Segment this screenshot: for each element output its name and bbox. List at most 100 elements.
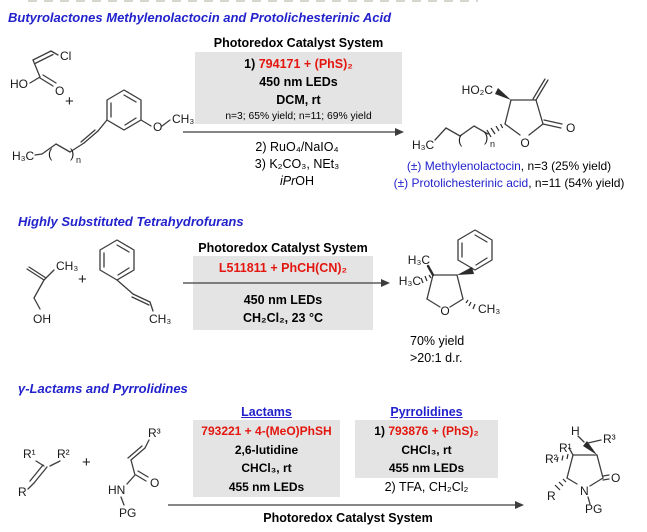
conditions-box-2: L511811 + PhCH(CN)₂ 450 nm LEDs CH₂Cl₂, … (193, 256, 373, 330)
label-ho2c: HO₂C (462, 83, 494, 97)
bonds (26, 266, 55, 310)
caption-protolichesterinic: (±) Protolichesterinic acid, n=11 (54% y… (393, 176, 625, 190)
label-oh: OH (33, 312, 51, 326)
lactams-line4: 455 nm LEDs (228, 479, 305, 494)
caption-methylenolactocin: (±) Methylenolactocin, n=3 (25% yield) (406, 159, 612, 173)
label-cl: Cl (60, 49, 71, 63)
bonds (120, 439, 150, 506)
label-r3: R³ (148, 426, 161, 440)
structure-acrylamide: R³ O HN PG (108, 426, 161, 520)
pyrrolidines-header: Pyrrolidines (390, 405, 463, 419)
lactams-line3: CHCl₃, rt (241, 461, 292, 475)
label-h3c: H₃C (12, 149, 35, 163)
label-o: O (153, 120, 162, 134)
reaction-arrow-1 (183, 128, 404, 136)
label-h3c: H₃C (412, 138, 435, 152)
catalyst-reagents: 793876 + (PhS)₂ (388, 424, 479, 438)
label-r1: R¹ (23, 447, 36, 461)
conditions-box-1: 1) 794171 + (PhS)₂ 450 nm LEDs DCM, rt n… (195, 52, 402, 124)
section3-title: γ-Lactams and Pyrrolidines (18, 381, 188, 396)
label-ring-n: N (580, 484, 589, 498)
label-n-subscript: n (490, 139, 495, 149)
conditions1-line2: 450 nm LEDs (259, 75, 338, 89)
cropped-text-artifact (28, 0, 478, 2)
pyrrolidines-line3: 455 nm LEDs (388, 461, 465, 475)
label-r2: R² (545, 452, 558, 466)
plus-sign: + (65, 93, 74, 110)
label-ring-o: O (520, 136, 529, 150)
label-pg: PG (585, 502, 602, 516)
label-paren-open: ( (48, 146, 53, 161)
product1-captions: (±) Methylenolactocin, n=3 (25% yield) (… (376, 158, 642, 192)
conditions1-below-arrow: 2) RuO₄/NaIO₄ 3) K₂CO₃, NEt₃ iPrOH (197, 139, 397, 190)
conditions1-line3: DCM, rt (276, 93, 321, 107)
bonds (29, 50, 59, 87)
reaction-arrow-2 (183, 279, 390, 287)
conditions1-line1: 1) 794171 + (PhS)₂ (195, 55, 402, 73)
plus-sign: + (82, 454, 91, 471)
dr-text: >20:1 d.r. (410, 350, 463, 365)
section2-title: Highly Substituted Tetrahydrofurans (18, 214, 244, 229)
step-number: 1) (374, 424, 389, 438)
label-ch3: CH₃ (56, 259, 78, 273)
structure-chloroacrylic-acid: HO O Cl (10, 49, 71, 98)
conditions1-header: Photoredox Catalyst System (213, 36, 384, 50)
label-r2: R² (57, 447, 70, 461)
label-r1: R¹ (559, 441, 572, 455)
label-carbonyl-o: O (611, 471, 620, 485)
label-o: O (150, 476, 159, 490)
label-h3c-top: H₃C (408, 253, 431, 267)
label-r: R (547, 489, 556, 503)
label-h3c-left: H₃C (399, 274, 422, 288)
step2: 2) RuO₄/NaIO₄ (255, 140, 339, 154)
label-ch3: CH₃ (478, 302, 500, 316)
structure-butyrolactone-product: HO₂C O O H₃C ( ) n (412, 78, 575, 152)
conditions2-line2: 450 nm LEDs (243, 293, 323, 307)
structure-tetrahydrofuran-product: H₃C H₃C O CH₃ (399, 229, 500, 318)
label-ch3: CH₃ (149, 312, 171, 326)
yield-text: 70% yield (410, 334, 465, 348)
label-pg: PG (119, 506, 136, 520)
structure-pyrrolidinone-product: H R³ R¹ R² O N R PG (545, 424, 620, 516)
bonds (420, 229, 493, 310)
label-paren-close: ) (70, 146, 74, 161)
product2-results: 70% yield >20:1 d.r. (410, 333, 464, 366)
conditions3-arrow-label: Photoredox Catalyst System (263, 511, 433, 525)
label-ho: HO (10, 77, 28, 91)
plus-sign: + (78, 271, 87, 288)
conditions-box-pyrrolidines: 1) 793876 + (PhS)₂ CHCl₃, rt 455 nm LEDs (355, 420, 498, 478)
conditions2-line3: CH₂Cl₂, 23 °C (242, 311, 323, 325)
label-r3: R³ (603, 432, 616, 446)
conditions1-yield-note: n=3; 65% yield; n=11; 69% yield (225, 111, 372, 122)
structure-methallyl-alcohol: CH₃ OH (26, 259, 78, 326)
bonds (27, 460, 61, 490)
label-o: O (55, 84, 64, 98)
label-paren-open: ( (458, 132, 463, 147)
pyrrolidines-step2: 2) TFA, CH₂Cl₂ (384, 480, 469, 494)
structure-methoxystyrene: O CH₃ H₃C ( ) n (12, 89, 194, 165)
label-h: H (571, 424, 580, 438)
pyrrolidines-line2: CHCl₃, rt (401, 442, 452, 457)
bonds (554, 435, 610, 505)
pyrrolidines-line1: 1) 793876 + (PhS)₂ (355, 422, 498, 441)
catalyst-reagents: L511811 + PhCH(CN)₂ (218, 261, 348, 275)
label-n-subscript: n (76, 155, 81, 165)
step3: 3) K₂CO₃, NEt₃ (254, 157, 340, 171)
label-hn: HN (108, 483, 125, 497)
catalyst-reagents: 793221 + 4-(MeO)PhSH (201, 424, 332, 438)
catalyst-reagents: 794171 + (PhS)₂ (258, 57, 353, 71)
conditions-box-lactams: 793221 + 4-(MeO)PhSH 2,6-lutidine CHCl₃,… (193, 420, 340, 497)
label-paren-close: ) (484, 130, 488, 145)
bonds (99, 239, 154, 312)
reaction-arrow-3 (168, 501, 524, 509)
label-r: R (18, 485, 27, 499)
structure-alkene: R¹ R² R (18, 447, 70, 499)
lactams-line2: 2,6-lutidine (234, 442, 299, 457)
conditions2-header: Photoredox Catalyst System (198, 241, 368, 255)
label-ring-o: O (440, 304, 449, 318)
solvent: iPrOH (279, 174, 315, 188)
bonds (34, 89, 171, 156)
label-ch3: CH₃ (172, 112, 194, 126)
bonds (434, 78, 563, 141)
